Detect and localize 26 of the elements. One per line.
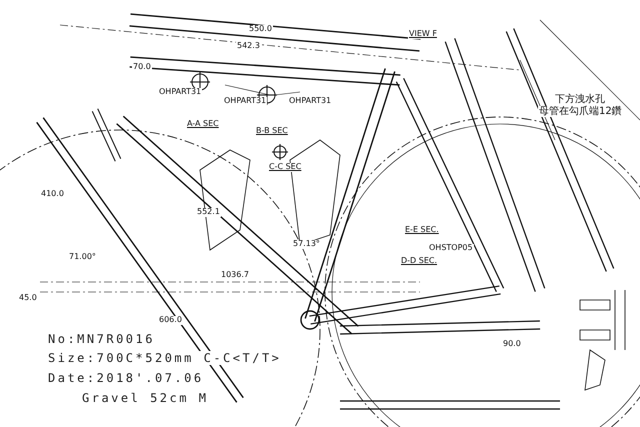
dimension-label: 下方洩水孔 [554, 94, 606, 105]
dimension-label: 45.0 [18, 294, 38, 303]
dimension-label: 57.13° [292, 240, 321, 249]
section-label: C-C SEC [268, 163, 302, 172]
section-label: A-A SEC [186, 120, 220, 129]
dimension-label: 542.3 [236, 42, 261, 51]
dimension-label: OHPART31 [158, 88, 202, 97]
section-label: B-B SEC [255, 127, 289, 136]
dimension-label: 70.0 [132, 63, 152, 72]
dimension-label: 550.0 [248, 25, 273, 34]
dimension-label: 410.0 [40, 190, 65, 199]
dimension-label: 母管在勾爪端12鑽 [538, 106, 623, 117]
dimension-label: 71.00° [68, 253, 97, 262]
dimension-label: OHPART31 [288, 97, 332, 106]
dimension-label: OHSTOP05 [428, 244, 474, 253]
dimension-label: OHPART31 [223, 97, 268, 106]
drawing-info-text: Gravel 52cm M [82, 391, 208, 405]
dimension-label: 90.0 [502, 340, 522, 349]
dimension-label: 1036.7 [220, 271, 250, 280]
drawing-info-text: No:MN7R0016 [48, 332, 155, 346]
section-label: VIEW F [408, 30, 438, 39]
section-label: E-E SEC. [404, 226, 440, 235]
drawing-info-text: Size:700C*520mm C-C<T/T> [48, 351, 282, 365]
dimension-label: 606.0 [158, 316, 183, 325]
dimension-label: 552.1 [196, 208, 221, 217]
section-label: D-D SEC. [400, 257, 438, 266]
